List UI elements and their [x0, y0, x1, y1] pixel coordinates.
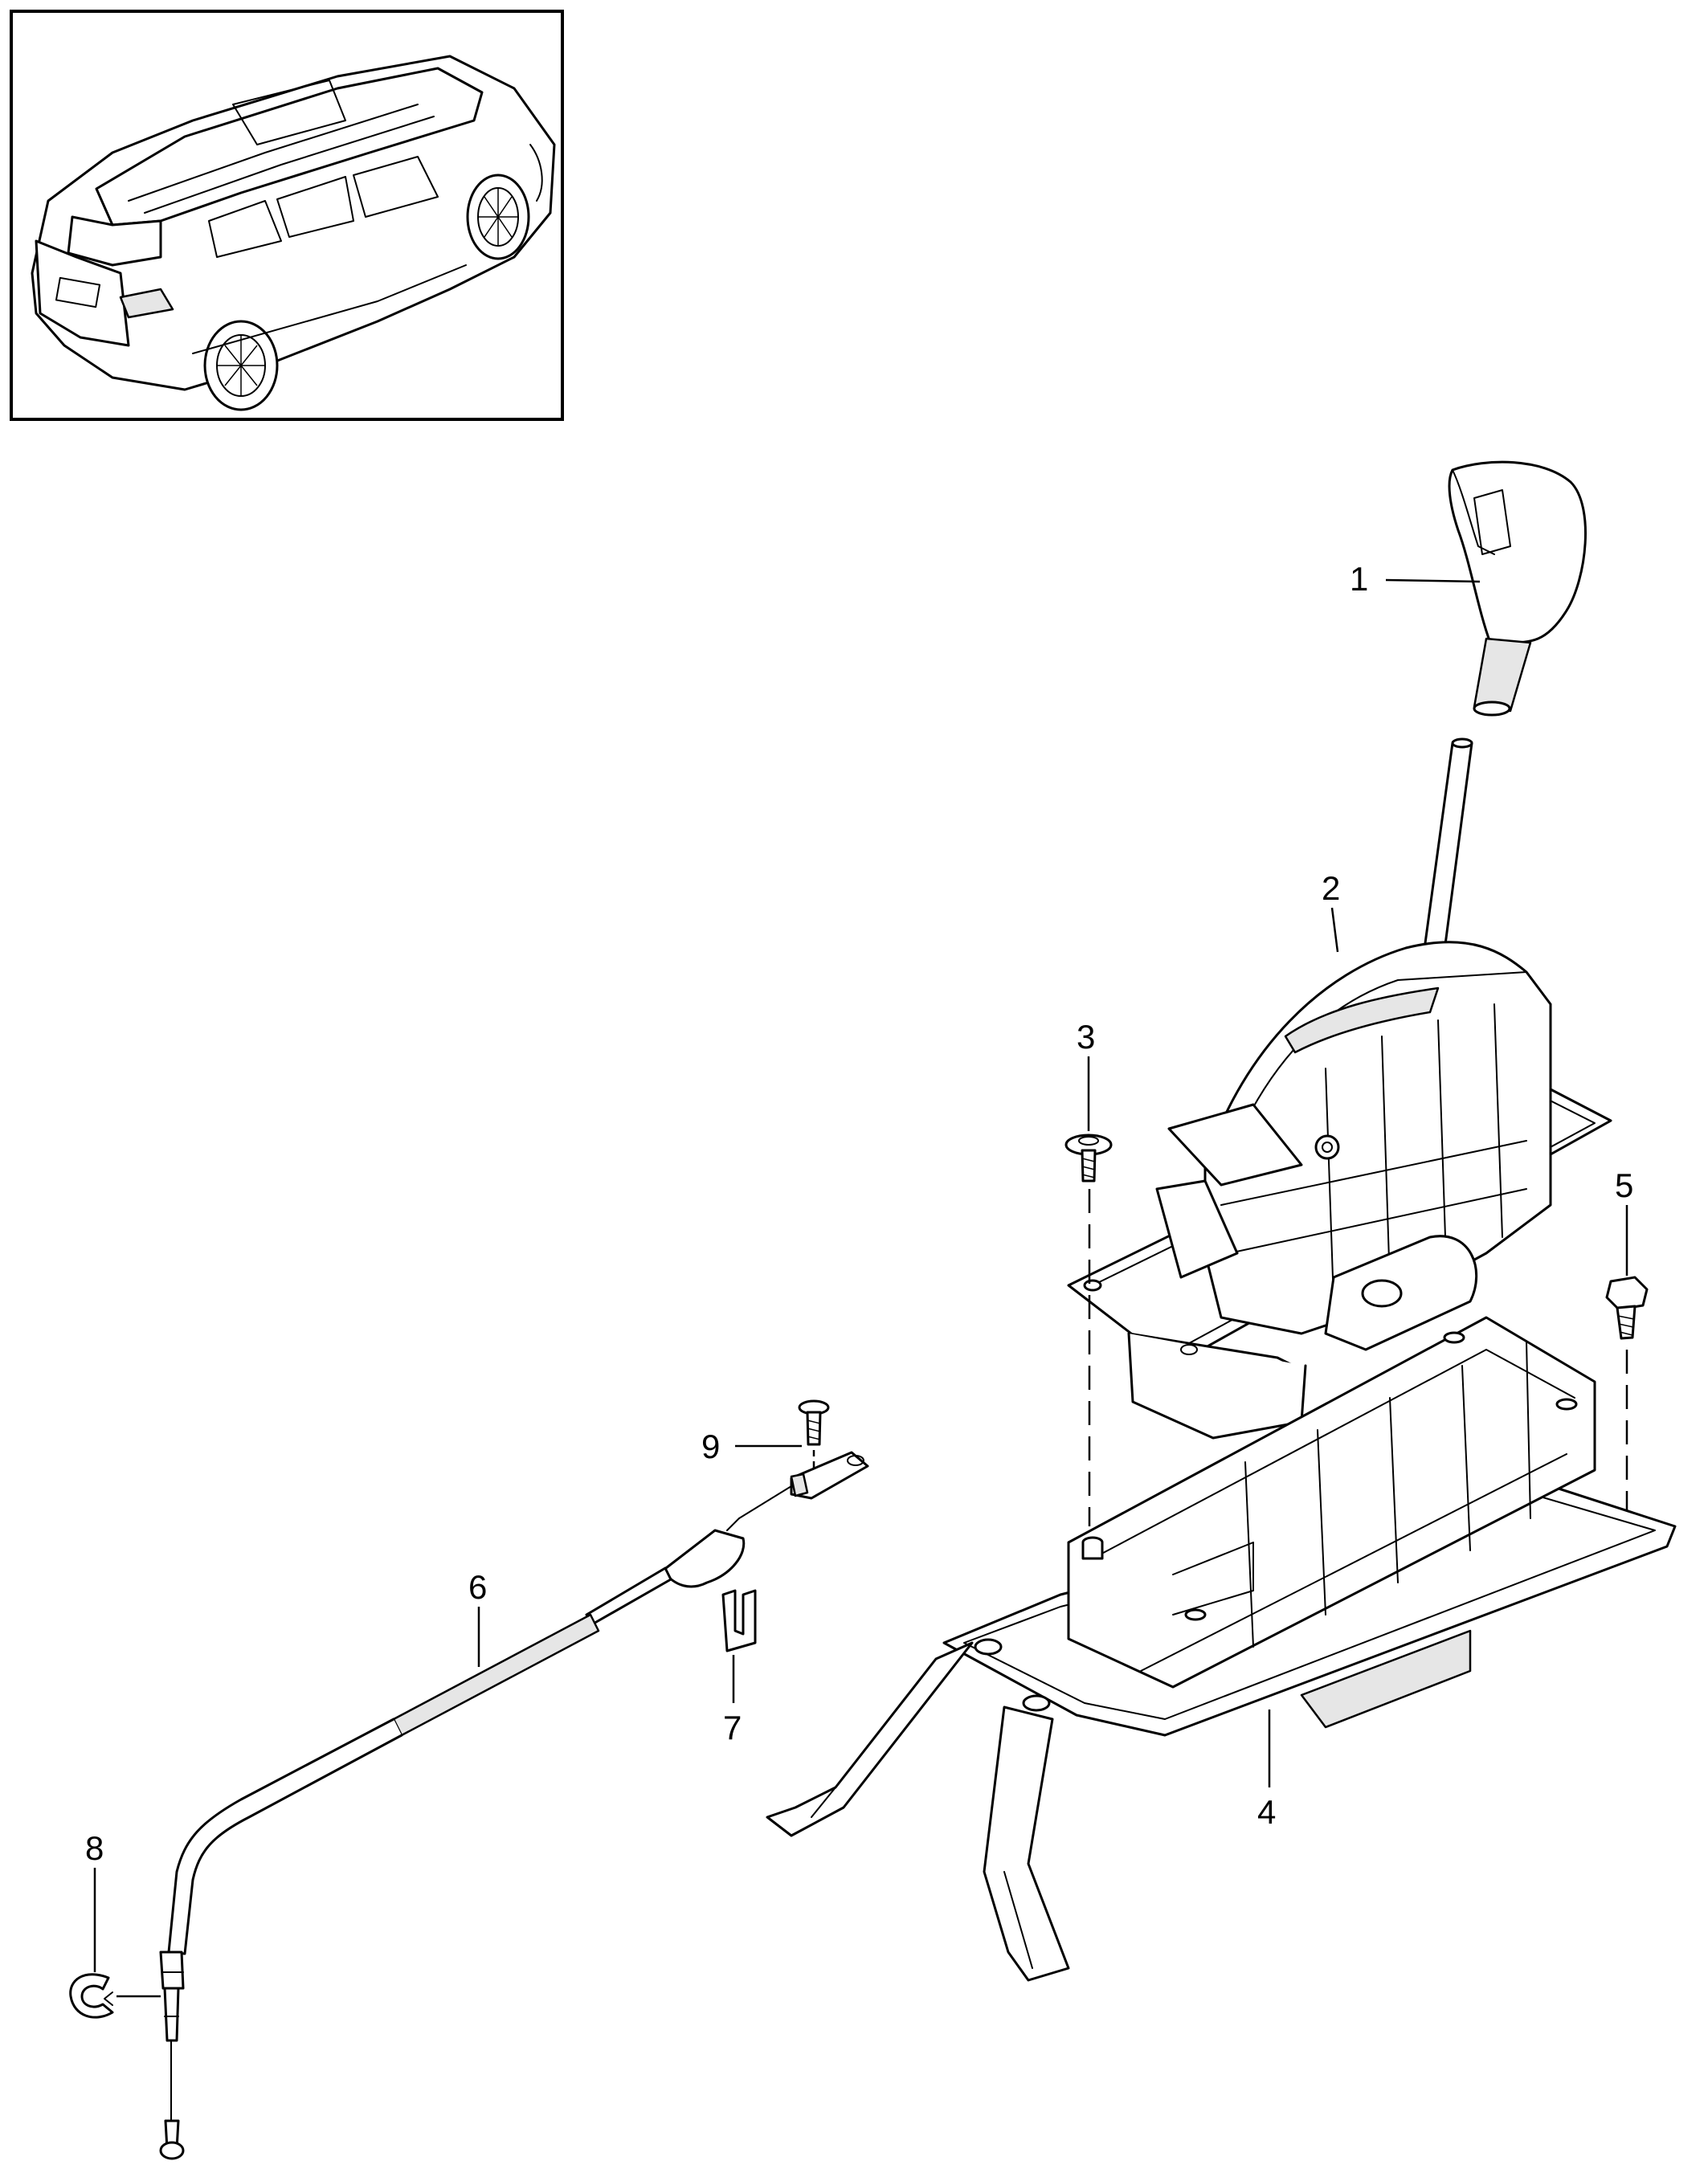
boss-icon: [1081, 1536, 1104, 1560]
svg-text:8: 8: [85, 1829, 104, 1867]
rear-wheel-icon: [203, 320, 279, 411]
svg-text:6: 6: [468, 1568, 487, 1606]
vehicle-overview-icon: [31, 55, 556, 411]
svg-text:4: 4: [1257, 1793, 1276, 1831]
callout-7: 7: [723, 1655, 742, 1746]
callout-1: 1: [1350, 560, 1481, 598]
screw-9-icon: [798, 1399, 830, 1446]
callout-4: 4: [1257, 1710, 1276, 1831]
bracket-icon: [766, 1316, 1677, 1982]
callout-9: 9: [701, 1428, 802, 1465]
bolt-5-icon: [1605, 1276, 1649, 1340]
vehicle-overview-inset: [10, 10, 564, 421]
svg-text:2: 2: [1322, 869, 1340, 907]
shift-cable-icon: [159, 1451, 869, 2160]
retaining-clip-8-icon: [69, 1973, 114, 2019]
svg-text:5: 5: [1615, 1166, 1633, 1204]
callout-5: 5: [1615, 1166, 1633, 1276]
svg-text:3: 3: [1077, 1018, 1095, 1056]
svg-text:7: 7: [723, 1709, 742, 1746]
callout-8: 8: [85, 1829, 161, 1998]
shift-lever-housing-icon: [1067, 737, 1612, 1440]
svg-text:1: 1: [1350, 560, 1368, 598]
callout-6: 6: [468, 1568, 487, 1667]
callout-3: 3: [1077, 1018, 1095, 1131]
front-wheel-icon: [466, 174, 530, 260]
callout-2: 2: [1322, 869, 1340, 953]
screw-3-icon: [1064, 1134, 1113, 1183]
clip-7-icon: [721, 1589, 757, 1652]
selector-lever-knob-icon: [1448, 460, 1587, 717]
svg-text:9: 9: [701, 1428, 720, 1465]
